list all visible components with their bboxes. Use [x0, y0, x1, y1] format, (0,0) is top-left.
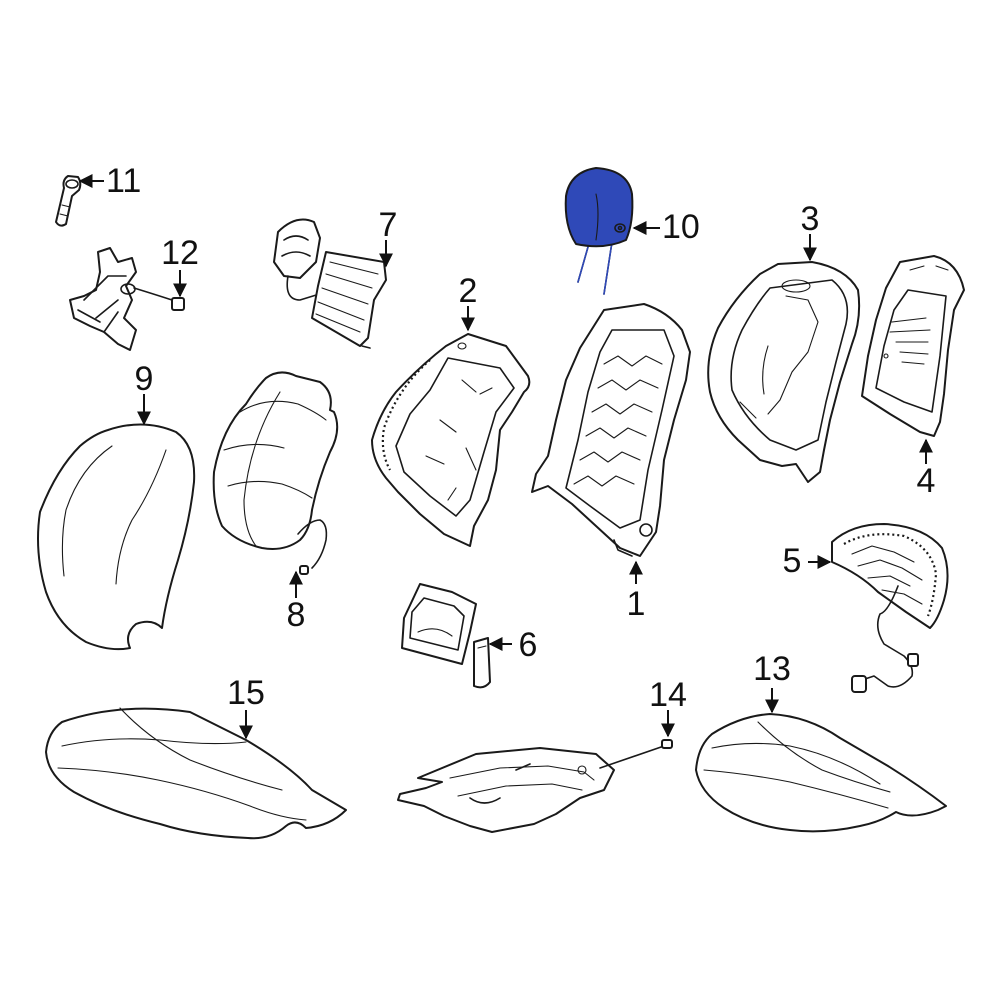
callout-leaders	[78, 174, 933, 740]
part-7-lumbar-support[interactable]	[273, 218, 387, 349]
part-3-backrest-foam[interactable]	[707, 261, 861, 483]
part-6-control-module[interactable]	[401, 583, 491, 689]
part-8-backrest-pad[interactable]	[212, 371, 339, 575]
part-15-seat-cushion-cover[interactable]	[45, 707, 347, 840]
part-5-lumbar-mat[interactable]	[831, 523, 949, 693]
callout-6: 6	[519, 626, 538, 664]
callout-8: 8	[287, 596, 306, 634]
part-12-adjuster-bracket[interactable]	[69, 247, 185, 351]
part-14-seat-heater-mat[interactable]	[397, 739, 673, 833]
part-9-backrest-cover[interactable]	[37, 423, 196, 651]
part-4-back-panel[interactable]	[861, 255, 965, 437]
callout-15: 15	[227, 674, 265, 712]
callout-11: 11	[106, 162, 141, 200]
callout-9: 9	[135, 360, 154, 398]
callout-13: 13	[753, 650, 791, 688]
part-10-headrest[interactable]	[564, 167, 634, 295]
part-11-guide-sleeve[interactable]	[55, 175, 82, 227]
part-13-seat-cushion-pad[interactable]	[695, 713, 947, 833]
part-2-backrest-frame[interactable]	[371, 333, 531, 547]
callout-7: 7	[379, 206, 398, 244]
callout-1: 1	[627, 585, 646, 623]
part-1-backrest-frame-springs[interactable]	[531, 303, 691, 557]
callout-12: 12	[161, 234, 199, 272]
callout-3: 3	[801, 200, 820, 238]
callout-5: 5	[783, 542, 802, 580]
callout-2: 2	[459, 272, 478, 310]
callout-14: 14	[649, 676, 687, 714]
callout-labels: 1 2 3 4 5 6 7 8 9 10 11 12 13 14 15	[106, 162, 935, 714]
callout-4: 4	[917, 462, 936, 500]
callout-10: 10	[662, 208, 700, 246]
